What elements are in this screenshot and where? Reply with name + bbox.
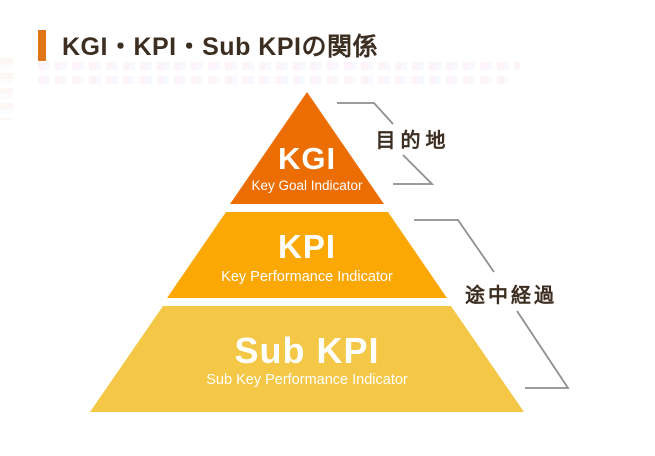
ghost-text-row xyxy=(38,62,520,70)
ghost-text-row xyxy=(38,76,508,84)
sub-kpi-sublabel: Sub Key Performance Indicator xyxy=(206,372,408,388)
progress-bracket-top-line xyxy=(414,219,495,273)
kgi-layer-shape xyxy=(230,92,384,204)
sub-kpi-layer-shape xyxy=(90,306,524,412)
sub-kpi-label: Sub KPI xyxy=(234,330,379,371)
kpi-sublabel: Key Performance Indicator xyxy=(221,269,393,285)
kgi-sublabel: Key Goal Indicator xyxy=(251,178,363,193)
destination-label: 目的地 xyxy=(376,128,451,152)
destination-bracket-bottom-line xyxy=(393,154,435,185)
destination-bracket-top-line xyxy=(337,102,394,125)
header: KGI・KPI・Sub KPIの関係 xyxy=(38,27,378,63)
progress-bracket-bottom-line xyxy=(516,310,570,389)
kpi-layer-shape xyxy=(167,212,447,298)
kgi-label: KGI xyxy=(278,141,336,176)
progress-label: 途中経過 xyxy=(465,283,557,307)
kpi-label: KPI xyxy=(278,228,336,265)
page-title: KGI・KPI・Sub KPIの関係 xyxy=(62,33,378,61)
title-accent-bar xyxy=(38,29,46,61)
ghost-artifact xyxy=(0,58,13,120)
